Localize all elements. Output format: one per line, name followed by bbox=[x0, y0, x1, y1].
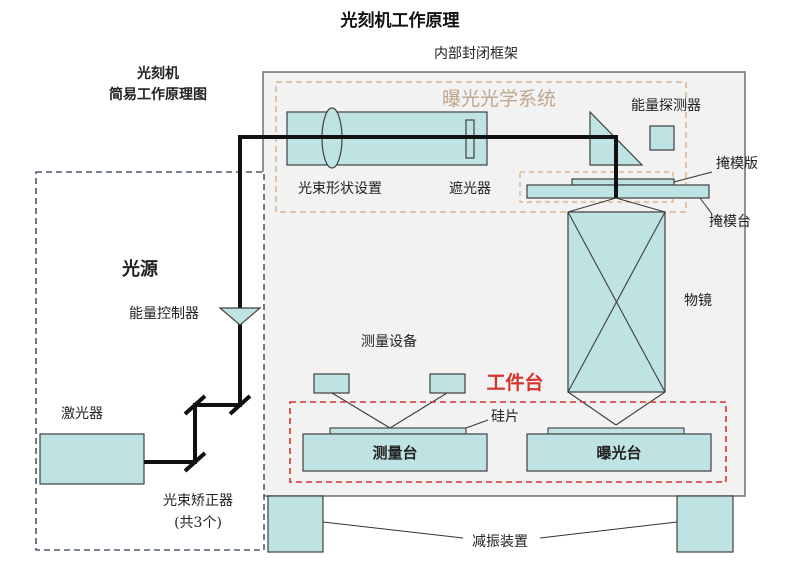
mask-leader-line bbox=[673, 171, 713, 183]
beam-corrector-mirror-3 bbox=[228, 394, 252, 416]
mask-stage-label: 掩模台 bbox=[709, 214, 751, 230]
damping-device-label: 减振装置 bbox=[472, 534, 528, 550]
exposure-stage bbox=[526, 433, 712, 472]
subtitle-line-2: 简易工作原理图 bbox=[109, 86, 207, 103]
shutter-label: 遮光器 bbox=[449, 181, 491, 197]
energy-detector bbox=[649, 125, 675, 151]
wafer-exposure bbox=[547, 427, 685, 435]
light-source-box bbox=[35, 171, 265, 551]
damping-leader-left bbox=[322, 521, 464, 539]
damping-device-right bbox=[676, 495, 734, 553]
measuring-ray-right bbox=[389, 392, 448, 429]
beam-shaping-label: 光束形状设置 bbox=[298, 181, 382, 197]
objective-cross-2 bbox=[567, 211, 666, 393]
wafer-label: 硅片 bbox=[491, 409, 519, 425]
beam-corrector-label-1: 光束矫正器 bbox=[163, 493, 233, 509]
beam-corrector-mirror-1 bbox=[183, 451, 207, 473]
measurement-stage bbox=[302, 433, 488, 472]
inner-enclosure-label: 内部封闭框架 bbox=[434, 46, 518, 62]
measuring-device-label: 测量设备 bbox=[361, 333, 417, 350]
exposure-optics-label: 曝光光学系统 bbox=[442, 88, 556, 110]
light-source-label: 光源 bbox=[121, 258, 158, 280]
subtitle-line-1: 光刻机 bbox=[136, 65, 179, 82]
beam-corrector-mirror-2 bbox=[183, 394, 207, 416]
energy-detector-label: 能量探测器 bbox=[631, 98, 701, 114]
light-beam-path bbox=[144, 135, 618, 464]
work-stage-label: 工件台 bbox=[486, 371, 543, 394]
exposure-optics-box bbox=[275, 81, 687, 213]
beam-corrector-label-2: (共3个) bbox=[174, 515, 222, 531]
diagram-title: 光刻机工作原理 bbox=[340, 10, 460, 31]
objective-top-ray-right bbox=[615, 197, 666, 213]
mask-plate bbox=[571, 178, 675, 186]
exposure-stage-label: 曝光台 bbox=[596, 444, 641, 462]
work-stage-box bbox=[289, 401, 727, 483]
measuring-device-left bbox=[313, 373, 350, 394]
wafer-measurement bbox=[329, 427, 467, 435]
energy-controller-label: 能量控制器 bbox=[129, 306, 199, 322]
measurement-stage-label: 测量台 bbox=[372, 444, 417, 462]
objective-top-ray-left bbox=[567, 197, 617, 213]
energy-controller bbox=[218, 307, 262, 326]
damping-leader-right bbox=[539, 521, 678, 539]
objective-lens-label: 物镜 bbox=[684, 293, 712, 309]
wafer-leader-line bbox=[465, 419, 489, 429]
measuring-device-right bbox=[429, 373, 466, 394]
measuring-ray-left bbox=[331, 392, 391, 429]
damping-device-left bbox=[267, 495, 324, 553]
objective-bottom-ray-left bbox=[567, 391, 617, 426]
laser bbox=[39, 433, 145, 485]
mask-stage-leader-line bbox=[699, 197, 713, 215]
laser-label: 激光器 bbox=[61, 405, 103, 422]
mask-label: 掩模版 bbox=[716, 156, 758, 172]
mask-stage-dashed-box bbox=[519, 171, 674, 203]
objective-bottom-ray-right bbox=[615, 391, 666, 426]
